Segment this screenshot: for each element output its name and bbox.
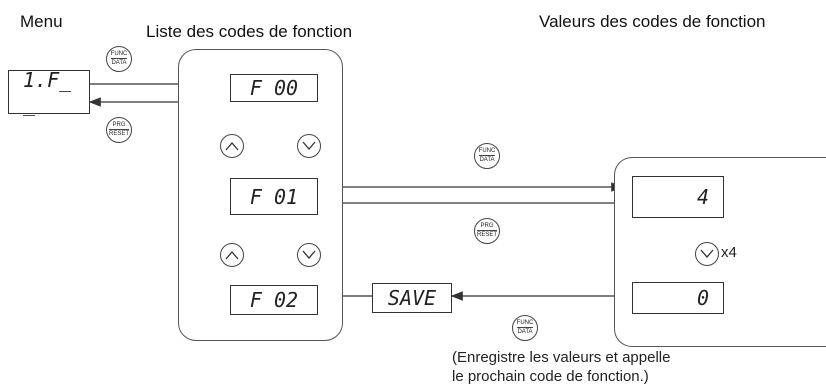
f00-display: F 00 [230,74,318,102]
up-key-icon [220,243,244,267]
down-key-icon [297,134,321,158]
value-display-after: 0 [632,282,724,314]
function-code-values-heading: Valeurs des codes de fonction [539,12,766,31]
note-line-1: (Enregistre les valeurs et appelle [452,349,671,366]
f02-display: F 02 [230,285,318,315]
save-display: SAVE [372,283,452,313]
value-display-before: 4 [632,176,724,218]
menu-heading: Menu [20,12,63,31]
menu-display: 1.F_ _ [8,68,90,116]
down-key-icon [297,243,321,267]
function-code-list-heading: Liste des codes de fonction [146,22,353,41]
down-key-icon [695,242,719,266]
f01-display: F 01 [230,178,318,215]
note-line-2: le prochain code de fonction.) [452,368,649,385]
up-key-icon [220,134,244,158]
repeat-count-label: x4 [721,244,737,261]
